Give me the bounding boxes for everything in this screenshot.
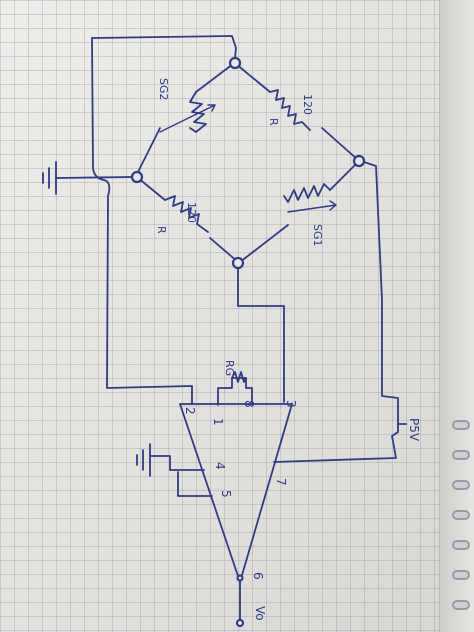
left-node bbox=[130, 170, 144, 184]
spiral-ring bbox=[452, 540, 470, 550]
left-node-ground-wire bbox=[55, 176, 133, 179]
pin5-wire bbox=[177, 471, 213, 497]
bridge-wires bbox=[135, 63, 359, 263]
r-top-right-symbol: R bbox=[267, 118, 280, 126]
pin-8-label: 8 bbox=[242, 400, 256, 408]
right-node-supply-wire bbox=[273, 161, 399, 463]
pin-6-label: 6 bbox=[251, 572, 265, 580]
output-node bbox=[236, 574, 244, 582]
sg2-label: SG2 bbox=[157, 78, 170, 101]
r-bottom-left-value: 120 bbox=[185, 202, 198, 223]
right-node bbox=[352, 154, 366, 168]
pin-1-label: 1 bbox=[211, 418, 225, 426]
pin-2-label: 2 bbox=[183, 407, 197, 415]
spiral-ring bbox=[452, 600, 470, 610]
spiral-ring bbox=[452, 450, 470, 460]
pin-7-label: 7 bbox=[274, 478, 288, 486]
spiral-ring bbox=[452, 420, 470, 430]
output-label: Vo bbox=[253, 606, 267, 621]
spiral-ring bbox=[452, 570, 470, 580]
r-bottom-left-symbol: R bbox=[155, 226, 168, 234]
r-bottom-left-resistor bbox=[164, 195, 209, 233]
spiral-ring bbox=[452, 510, 470, 520]
pin-4-label: 4 bbox=[213, 462, 227, 470]
pin4-ground-wire bbox=[149, 455, 205, 471]
rg-resistor bbox=[231, 371, 247, 383]
opamp-symbol bbox=[179, 403, 293, 583]
sg2-adjust-arrow bbox=[159, 104, 216, 133]
pin-3-label: 3 bbox=[284, 400, 298, 408]
r-top-right-resistor bbox=[269, 89, 311, 131]
pin-5-label: 5 bbox=[219, 490, 233, 498]
sg1-label: SG1 bbox=[311, 224, 324, 247]
spiral-ring bbox=[452, 480, 470, 490]
pin4-ground-symbol bbox=[136, 443, 151, 477]
top-node bbox=[228, 56, 242, 70]
r-top-right-value: 120 bbox=[301, 94, 314, 115]
sg2-resistor bbox=[189, 91, 207, 133]
ground-symbol bbox=[42, 161, 57, 195]
sg1-adjust-arrow bbox=[287, 200, 337, 213]
bottom-to-pin3-wire bbox=[237, 267, 285, 403]
sg1-resistor bbox=[283, 183, 331, 203]
top-to-pin2-wire bbox=[91, 35, 237, 405]
rg-label: RG bbox=[223, 360, 236, 376]
bottom-node bbox=[231, 256, 245, 270]
vo-terminal bbox=[235, 618, 245, 628]
notebook-edge bbox=[439, 0, 474, 632]
supply-label: P5V bbox=[407, 418, 421, 442]
